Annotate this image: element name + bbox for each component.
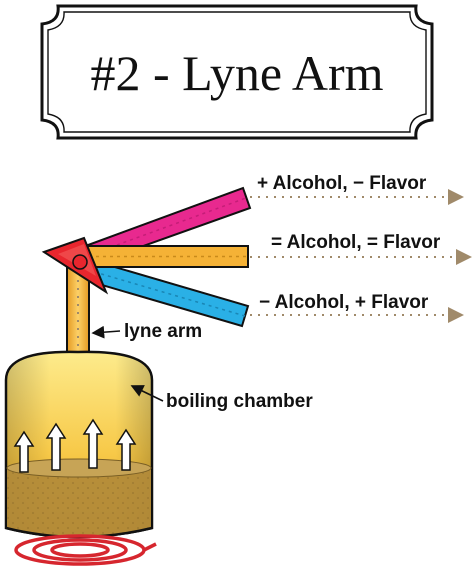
title-frame: #2 - Lyne Arm	[40, 4, 434, 140]
callout-arrows	[91, 325, 164, 402]
page-title: #2 - Lyne Arm	[90, 45, 383, 101]
label-arm-level: = Alcohol, = Flavor	[271, 232, 441, 253]
boiling-chamber-pointer	[130, 385, 164, 402]
arm-level	[79, 245, 249, 268]
label-arm-down: − Alcohol, + Flavor	[259, 292, 429, 313]
heating-coil	[14, 534, 157, 566]
arm-downward	[76, 256, 250, 328]
steam-arrow	[115, 428, 137, 471]
steam-arrows	[13, 418, 137, 473]
steam-arrow	[45, 422, 67, 471]
label-lyne-arm: lyne arm	[124, 321, 202, 342]
swivel-joint	[41, 236, 109, 295]
lyne-arm-pointer	[91, 325, 121, 339]
steam-arrow	[82, 418, 104, 469]
label-boiling-chamber: boiling chamber	[166, 391, 313, 412]
steam-arrow	[13, 430, 35, 473]
label-arm-up: + Alcohol, − Flavor	[257, 173, 427, 194]
boiling-chamber	[4, 350, 154, 539]
vapor-flow-lines	[77, 189, 472, 505]
